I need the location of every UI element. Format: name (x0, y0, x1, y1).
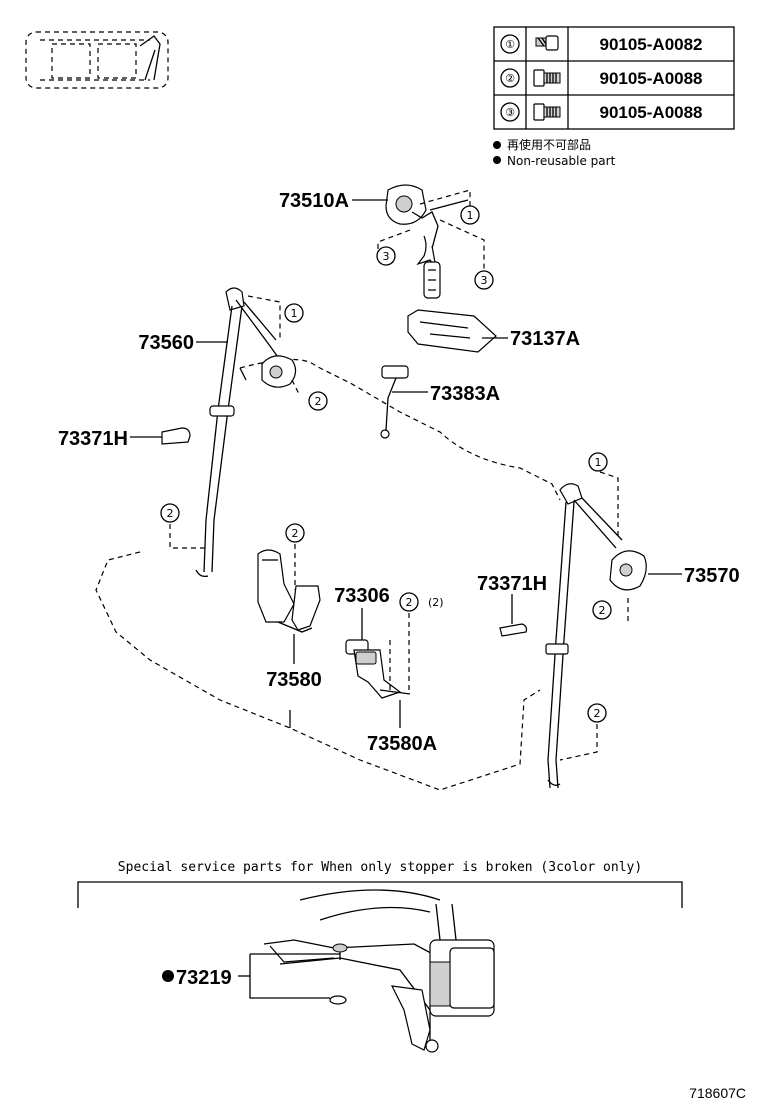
callout-label: 2 (594, 707, 601, 720)
part-73510A-retractor (377, 184, 485, 299)
label-73560: 73560 (138, 332, 194, 354)
label-73371H-right: 73371H (477, 573, 547, 595)
special-service-note: Special service parts for When only stop… (118, 860, 642, 875)
callout-circle-2 (592, 600, 612, 620)
part-73383A-strap (380, 365, 409, 439)
leader-line (169, 524, 206, 549)
label-73371H-left: 73371H (58, 428, 128, 450)
label-73383A: 73383A (430, 383, 500, 405)
callout-circle-1 (284, 303, 304, 323)
callout-circle-1 (460, 205, 480, 225)
bullet-dot-icon (493, 156, 501, 164)
callout-circle-1 (500, 34, 520, 54)
table-row-ref: ② (505, 72, 515, 85)
part-73371H-right-cover (499, 623, 528, 637)
part-73580-buckle (257, 549, 321, 633)
note-japanese: 再使用不可部品 (507, 137, 591, 152)
callout-label: 3 (481, 274, 488, 287)
note-english: Non-reusable part (507, 154, 616, 168)
illustration-code: 718607C (689, 1085, 746, 1101)
rear-seat-outline (95, 358, 561, 791)
table-row-ref: ③ (505, 106, 515, 119)
part-73137A-cover (407, 309, 497, 353)
table-row: ② 90105-A0088 (500, 68, 703, 88)
callout-label: 2 (167, 507, 174, 520)
table-part-number: 90105-A0088 (599, 69, 702, 88)
label-73306: 73306 (334, 585, 390, 607)
callout-circle-1 (588, 452, 608, 472)
part-73570-right-belt (545, 471, 647, 789)
callout-label: 3 (383, 250, 390, 263)
callout-circle-2 (308, 391, 328, 411)
label-73219: 73219 (176, 967, 232, 989)
callout-quantity: (2) (428, 596, 444, 609)
table-row-ref: ① (505, 38, 515, 51)
label-73570: 73570 (684, 565, 740, 587)
callout-label: 2 (406, 596, 413, 609)
part-73580A-buckle (353, 649, 411, 699)
callout-circle-3 (500, 102, 520, 122)
part-73371H-left-cover (161, 427, 191, 445)
callout-circle-2 (285, 523, 305, 543)
callout-label: 2 (599, 604, 606, 617)
callout-label: 2 (315, 395, 322, 408)
label-73580A: 73580A (367, 733, 437, 755)
callout-circle-3 (376, 246, 396, 266)
non-reusable-note: 再使用不可部品 Non-reusable part (493, 137, 616, 168)
callout-label: 1 (467, 209, 474, 222)
vehicle-body-icon (25, 31, 169, 89)
callout-circle-2 (500, 68, 520, 88)
fastener-table: ① 90105-A0082 ② 90105-A0088 ③ (493, 26, 735, 168)
label-73510A: 73510A (279, 190, 349, 212)
special-service-bracket (77, 881, 683, 908)
table-part-number: 90105-A0082 (599, 35, 702, 54)
label-73137A: 73137A (510, 328, 580, 350)
non-reusable-dot-icon (162, 970, 174, 982)
table-row: ① 90105-A0082 (500, 34, 703, 54)
special-service-illustration (263, 889, 495, 1053)
callout-circle-2 (587, 703, 607, 723)
label-73580: 73580 (266, 669, 322, 691)
flange-bolt-icon (533, 69, 561, 87)
callout-label: 1 (291, 307, 298, 320)
leader-line (389, 613, 410, 690)
leader-line (249, 953, 340, 999)
leader-line (559, 724, 598, 761)
callout-circle-3 (474, 270, 494, 290)
callout-label: 2 (292, 527, 299, 540)
flange-bolt-icon (533, 103, 561, 121)
table-row: ③ 90105-A0088 (500, 102, 703, 122)
callout-circle-2 (399, 592, 419, 612)
part-73560-left-belt (195, 287, 301, 578)
callout-circle-2 (160, 503, 180, 523)
bolt-icon (535, 35, 559, 51)
bullet-dot-icon (493, 141, 501, 149)
callout-label: 1 (595, 456, 602, 469)
table-part-number: 90105-A0088 (599, 103, 702, 122)
